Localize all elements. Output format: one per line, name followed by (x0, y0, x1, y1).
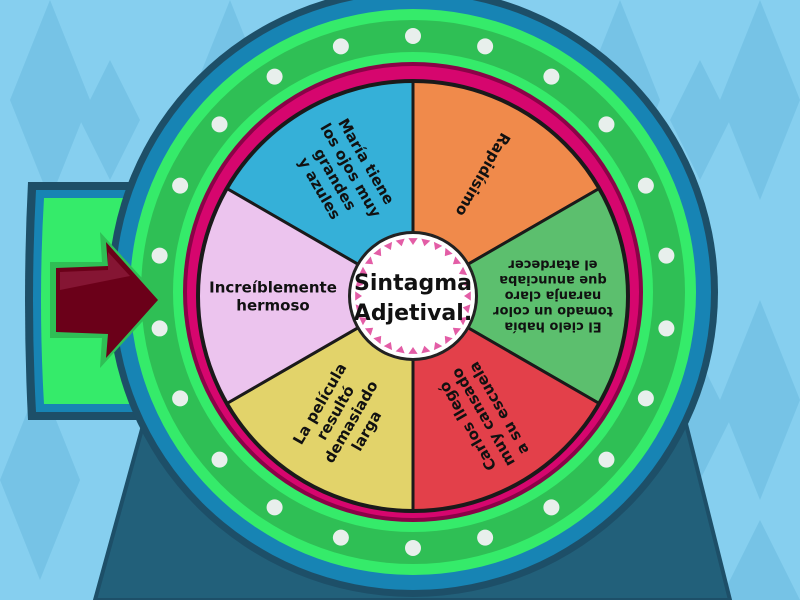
hub-triangle-border (355, 238, 471, 354)
light-dot (658, 247, 675, 264)
light-dot (637, 390, 654, 407)
light-dot (598, 451, 615, 468)
light-dots (151, 28, 675, 556)
segment-label: El cielo habíatomado un colornaranja cla… (493, 256, 613, 333)
light-dot (543, 68, 560, 85)
light-dot (405, 540, 421, 556)
light-dot (151, 247, 168, 264)
light-dot (266, 499, 283, 516)
hub-label-line2: Adjetival. (354, 301, 472, 326)
light-dot (405, 28, 421, 44)
light-dot (266, 68, 283, 85)
light-dot (211, 451, 228, 468)
wheel-hub[interactable]: Sintagma Adjetival. (348, 231, 478, 361)
light-dot (637, 177, 654, 194)
light-dot (332, 38, 349, 55)
hub-label-line1: Sintagma (354, 271, 472, 296)
light-dot (211, 116, 228, 133)
light-dot (151, 320, 168, 337)
light-dot (332, 529, 349, 546)
light-dot (658, 320, 675, 337)
light-dot (543, 499, 560, 516)
light-dot (172, 390, 189, 407)
light-dot (477, 38, 494, 55)
light-dot (598, 116, 615, 133)
light-dot (477, 529, 494, 546)
light-dot (172, 177, 189, 194)
pointer-arrow-icon[interactable] (50, 232, 162, 368)
segment-label: María tienelos ojos muygrandesy azules (285, 111, 400, 239)
